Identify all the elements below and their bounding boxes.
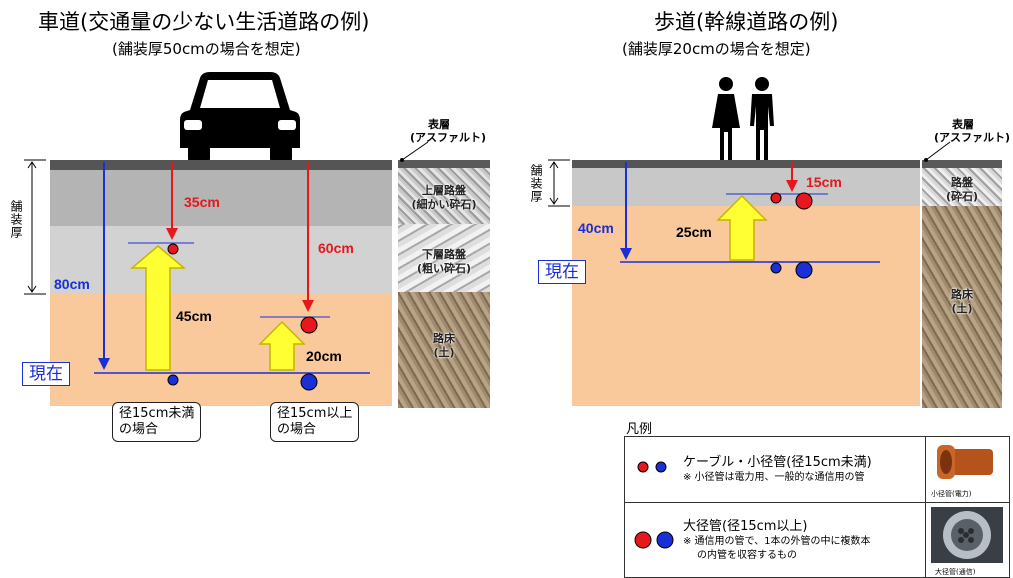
- callout-small-pipe: 径15cm未満 の場合: [112, 402, 202, 442]
- lower-base-line1: 下層路盤: [422, 248, 466, 261]
- roadway-texture-photo: [398, 160, 490, 408]
- callout-small-line2: の場合: [119, 422, 159, 437]
- sidewalk-surface-sub: (アスファルト): [934, 131, 1011, 144]
- callout-large-line1: 径15cm以上: [277, 406, 353, 421]
- legend-small-title: ケーブル・小径管(径15cm未満): [683, 455, 872, 470]
- sidewalk-depth-40: 40cm: [578, 220, 614, 236]
- small-pipe-photo: [937, 445, 993, 479]
- small-pipe-caption: 小径管(電力): [931, 490, 972, 498]
- legend-title: 凡例: [626, 422, 653, 437]
- callout-small-line1: 径15cm未満: [119, 406, 195, 421]
- sidewalk-subtitle: (舗装厚20cmの場合を想定): [622, 40, 811, 58]
- sidewalk-large-pipe-current-icon: [795, 261, 813, 279]
- large-pipe-current-icon: [300, 373, 318, 391]
- sidewalk-subgrade-line1: 路床: [951, 288, 973, 301]
- roadway-cross-section: [24, 159, 392, 406]
- subgrade-line2: (土): [433, 346, 455, 359]
- sidewalk-current-label: 現在: [538, 260, 586, 284]
- sidewalk-large-pipe-new-icon: [795, 192, 813, 210]
- roadway-title: 車道(交通量の少ない生活道路の例): [38, 10, 370, 34]
- sidewalk-subgrade-line2: (土): [951, 302, 973, 315]
- roadway-subgrade-label: 路床 (土): [398, 332, 490, 360]
- roadway-current-label: 現在: [22, 362, 70, 386]
- roadway-pavement-label: 舗装厚: [9, 200, 23, 239]
- large-pipe-new-icon: [300, 316, 318, 334]
- small-pipe-new-icon: [167, 243, 179, 255]
- roadway-surface-sub: (アスファルト): [410, 131, 487, 144]
- sidewalk-subgrade-label: 路床 (土): [922, 288, 1002, 316]
- roadway-surface-label: 表層: [428, 118, 450, 131]
- lower-base-line2: (粗い砕石): [416, 262, 472, 275]
- sidewalk-base-line2: (砕石): [945, 190, 979, 203]
- upper-base-line1: 上層路盤: [422, 184, 466, 197]
- small-pipe-current-icon: [167, 374, 179, 386]
- roadway-depth-60: 60cm: [318, 240, 354, 256]
- sidewalk-title: 歩道(幹線道路の例): [654, 10, 839, 34]
- roadway-depth-35: 35cm: [184, 194, 220, 210]
- legend-small-pipes-icon: [637, 461, 667, 473]
- roadway-subtitle: (舗装厚50cmの場合を想定): [112, 40, 301, 58]
- roadway-lower-base-layer: [50, 226, 392, 294]
- roadway-upper-base-layer: [50, 170, 392, 226]
- pedestrians-icon: [712, 77, 774, 160]
- sidewalk-base-label: 路盤 (砕石): [922, 176, 1002, 204]
- sidewalk-base-line1: 路盤: [951, 176, 973, 189]
- sidewalk-small-pipe-current-icon: [770, 262, 782, 274]
- large-pipe-caption: 大径管(通信): [935, 568, 976, 576]
- callout-large-pipe: 径15cm以上 の場合: [270, 402, 360, 442]
- legend-large-title: 大径管(径15cm以上): [683, 519, 808, 534]
- legend-large-pipes-icon: [634, 531, 674, 549]
- legend-large-note-1: ※ 通信用の管で、1本の外管の中に複数本: [683, 536, 871, 547]
- roadway-rise-20: 20cm: [306, 348, 342, 364]
- roadway-depth-80: 80cm: [54, 276, 90, 292]
- subgrade-line1: 路床: [433, 332, 455, 345]
- sidewalk-pavement-label: 舗装厚: [529, 164, 543, 203]
- roadway-lower-base-label: 下層路盤 (粗い砕石): [398, 248, 490, 276]
- rise-45-arrow: [129, 245, 187, 371]
- roadway-asphalt-layer: [50, 160, 392, 170]
- sidewalk-asphalt-layer: [572, 160, 920, 168]
- sidewalk-rise-25: 25cm: [676, 224, 712, 240]
- large-pipe-photo: [931, 507, 1003, 563]
- sidewalk-cross-section: [548, 159, 920, 406]
- sidewalk-texture-photo: [922, 160, 1002, 408]
- roadway-upper-base-label: 上層路盤 (細かい砕石): [398, 184, 490, 212]
- roadway-rise-45: 45cm: [176, 308, 212, 324]
- rise-20-arrow: [258, 320, 306, 371]
- sidewalk-surface-label: 表層: [952, 118, 974, 131]
- upper-base-line2: (細かい砕石): [411, 198, 477, 211]
- roadway-subgrade-layer: [50, 294, 392, 406]
- sidewalk-small-pipe-new-icon: [770, 192, 782, 204]
- legend-box: ケーブル・小径管(径15cm未満) ※ 小径管は電力用、一般的な通信用の管 大径…: [624, 436, 1010, 578]
- legend-small-note: ※ 小径管は電力用、一般的な通信用の管: [683, 472, 865, 483]
- callout-large-line2: の場合: [277, 422, 317, 437]
- sidewalk-depth-15: 15cm: [806, 174, 842, 190]
- legend-large-note-2: の内管を収容するもの: [697, 550, 797, 561]
- sidewalk-rise-arrow: [716, 194, 768, 261]
- car-icon: [180, 72, 300, 162]
